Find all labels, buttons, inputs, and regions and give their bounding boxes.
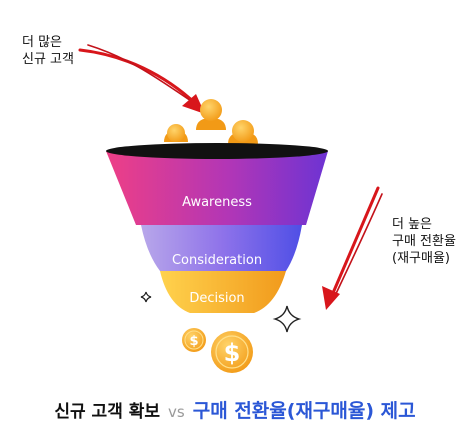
sparkle-icon-large	[272, 305, 302, 333]
annotation-conversion: 더 높은 구매 전환율 (재구매율)	[392, 216, 456, 267]
arrow-right	[322, 186, 383, 310]
caption-vs: vs	[168, 403, 185, 421]
annotation-right-line1: 더 높은	[392, 217, 433, 232]
person-icon-right	[228, 120, 258, 144]
caption-right: 구매 전환율(재구매율) 제고	[192, 400, 416, 422]
annotation-left-line2: 신규 고객	[22, 52, 74, 67]
annotation-right-line3: (재구매율)	[392, 251, 450, 266]
funnel	[106, 143, 328, 313]
people-icon	[164, 99, 258, 144]
arrow-left	[78, 44, 205, 114]
bottom-caption: 신규 고객 확보 vs 구매 전환율(재구매율) 제고	[0, 396, 470, 423]
funnel-stage-decision	[160, 271, 286, 313]
person-icon-center	[196, 99, 226, 130]
coin-icon-large: $	[211, 331, 253, 373]
annotation-left-line1: 더 많은	[22, 35, 63, 50]
funnel-stage-consideration	[141, 225, 302, 271]
coin-symbol-small: $	[189, 334, 198, 349]
funnel-stage-awareness	[106, 151, 328, 225]
annotation-new-customers: 더 많은 신규 고객	[22, 34, 74, 68]
stage-label-decision: Decision	[189, 291, 244, 306]
sparkle-icon-small	[140, 291, 152, 303]
coin-icon-small: $	[182, 328, 206, 352]
caption-left: 신규 고객 확보	[54, 402, 161, 422]
stage-label-awareness: Awareness	[182, 195, 252, 210]
person-icon-left	[164, 124, 188, 142]
funnel-rim	[106, 143, 328, 159]
stage-label-consideration: Consideration	[172, 253, 262, 268]
annotation-right-line2: 구매 전환율	[392, 234, 456, 249]
coin-symbol-large: $	[224, 339, 241, 367]
